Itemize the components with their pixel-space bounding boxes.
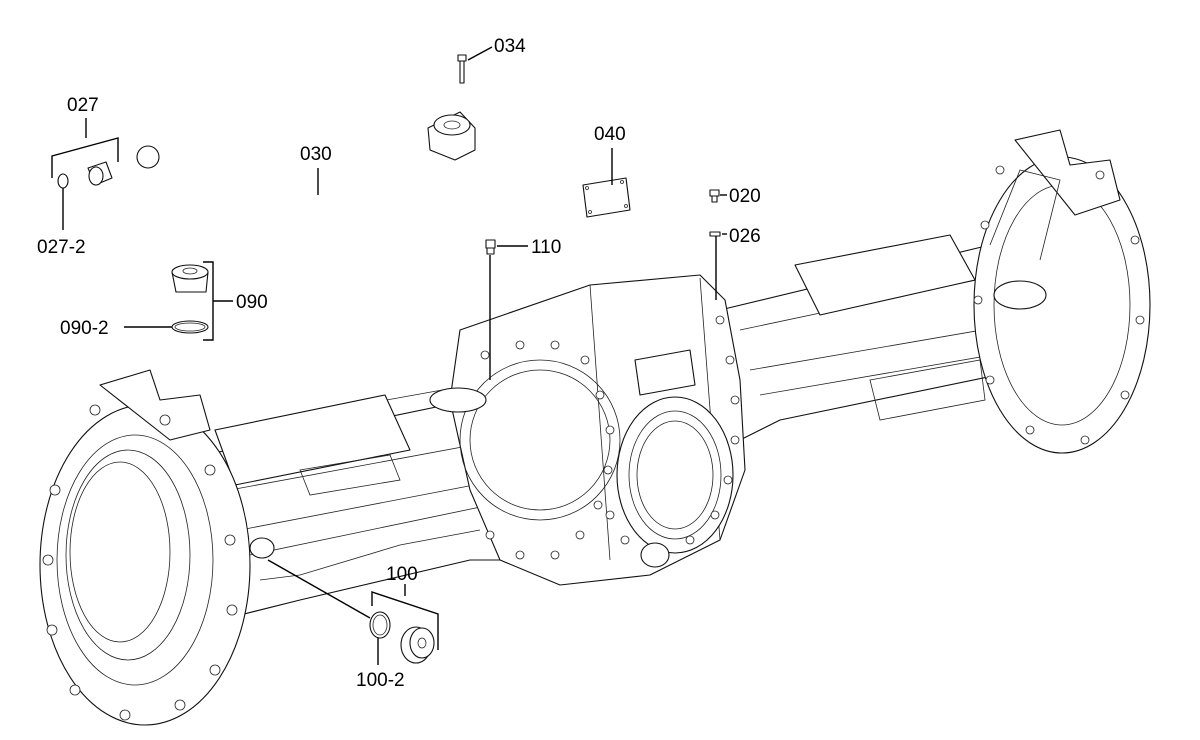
label-034: 034 (494, 36, 526, 57)
plug-090 (171, 264, 209, 293)
pipe-030 (136, 111, 476, 232)
label-090: 090 (236, 292, 268, 313)
diff-bolt-circle (480, 315, 740, 560)
washer-027-2 (57, 173, 69, 189)
label-027: 027 (67, 95, 99, 116)
oring-100-2 (369, 611, 391, 639)
label-030: 030 (300, 144, 332, 165)
right-wheel-flange (973, 129, 1151, 454)
label-090-2: 090-2 (60, 318, 109, 339)
axle-housing (179, 234, 1071, 621)
plate-040 (582, 177, 631, 218)
callout-labels: 034 027 030 040 020 027-2 110 026 090 09… (37, 36, 761, 691)
bolt-034 (457, 54, 467, 84)
label-020: 020 (729, 186, 761, 207)
breather-110 (485, 239, 496, 255)
oring-090-2 (171, 320, 209, 334)
label-026: 026 (729, 226, 761, 247)
pin-026 (709, 231, 721, 237)
label-100-2: 100-2 (356, 670, 405, 691)
fitting-027 (87, 161, 113, 186)
plug-100 (400, 626, 435, 664)
label-110: 110 (531, 237, 561, 258)
screw-020 (709, 189, 720, 203)
label-040: 040 (594, 124, 626, 145)
label-100: 100 (386, 564, 418, 585)
left-wheel-flange (39, 369, 251, 726)
label-027-2: 027-2 (37, 237, 86, 258)
leader-lines (51, 46, 727, 665)
